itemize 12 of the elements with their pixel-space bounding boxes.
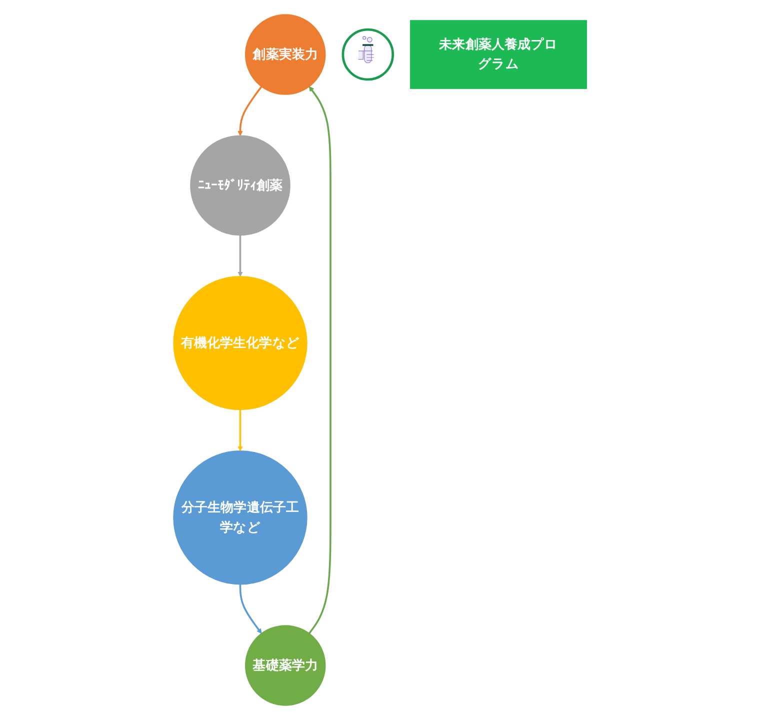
circle-node: 基礎薬学力 — [244, 625, 326, 706]
arrow — [239, 584, 262, 634]
arrow — [238, 86, 262, 136]
banner-box: 未来創薬人養成プログラム — [410, 20, 587, 89]
circle-node — [342, 28, 394, 81]
circle-node: 創薬実装力 — [244, 14, 326, 95]
circle-node: 有機化学生化学など — [173, 276, 308, 410]
circle-node: 分子生物学遺伝子工学など — [173, 450, 308, 585]
arrow — [238, 235, 243, 277]
circle-node: ﾆｭｰﾓﾀﾞﾘﾃｨ創薬 — [190, 135, 290, 236]
arrow — [238, 410, 243, 452]
arrow — [308, 86, 332, 634]
